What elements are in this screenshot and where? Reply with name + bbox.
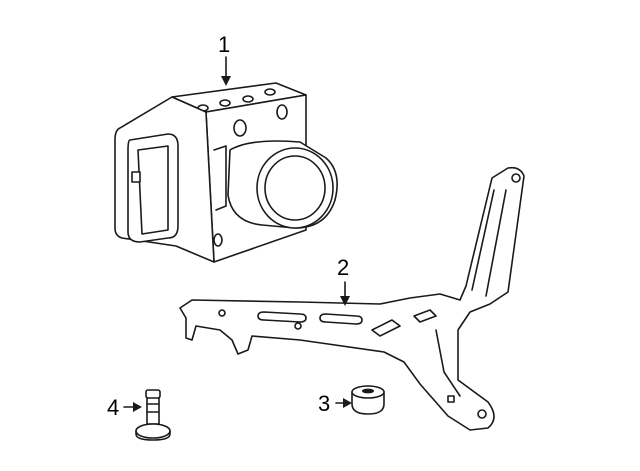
- callout-4: 4: [107, 395, 119, 420]
- part-4-bolt: [123, 389, 171, 441]
- part-1-abs-modulator: [114, 56, 338, 263]
- callout-2: 2: [337, 255, 349, 280]
- part-2-bracket: [179, 166, 525, 431]
- callout-1: 1: [218, 32, 230, 57]
- part-3-grommet: [335, 385, 385, 415]
- callout-3: 3: [318, 391, 330, 416]
